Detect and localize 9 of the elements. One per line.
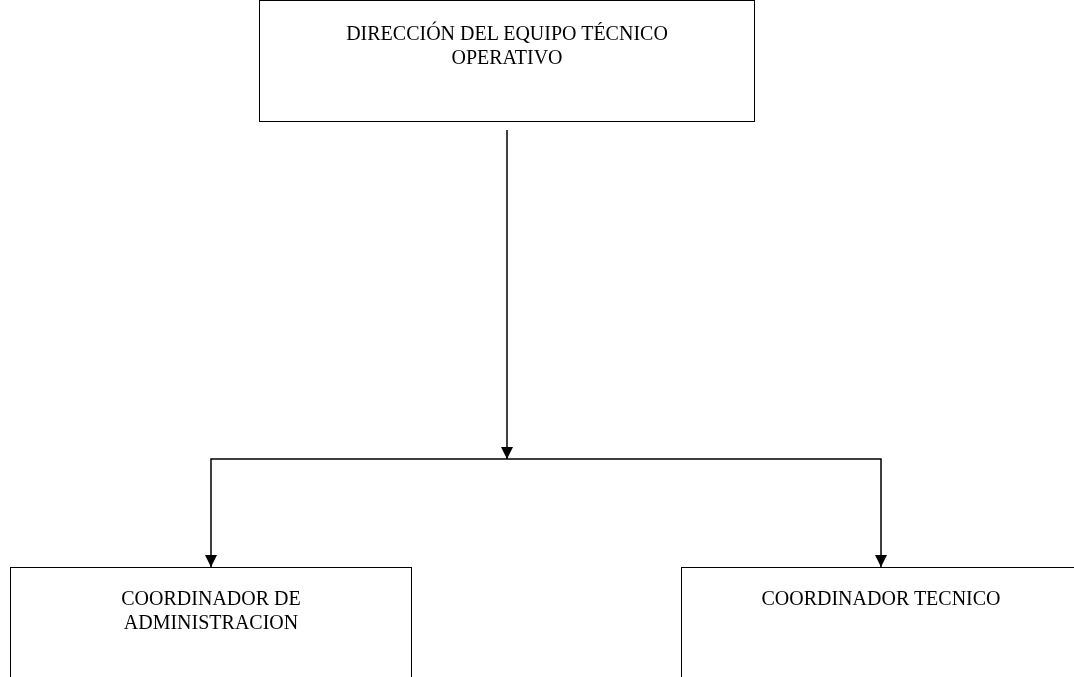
box-label: COORDINADOR TECNICO xyxy=(761,586,1001,610)
connector-arrow xyxy=(501,129,513,460)
connector-arrow xyxy=(205,458,508,568)
box-label: COORDINADOR DE ADMINISTRACION xyxy=(120,586,302,634)
box-label: DIRECCIÓN DEL EQUIPO TÉCNICO OPERATIVO xyxy=(345,21,669,69)
org-box xyxy=(10,567,412,677)
connector-arrow xyxy=(506,458,887,568)
org-box xyxy=(259,0,755,122)
org-box xyxy=(681,567,1074,677)
